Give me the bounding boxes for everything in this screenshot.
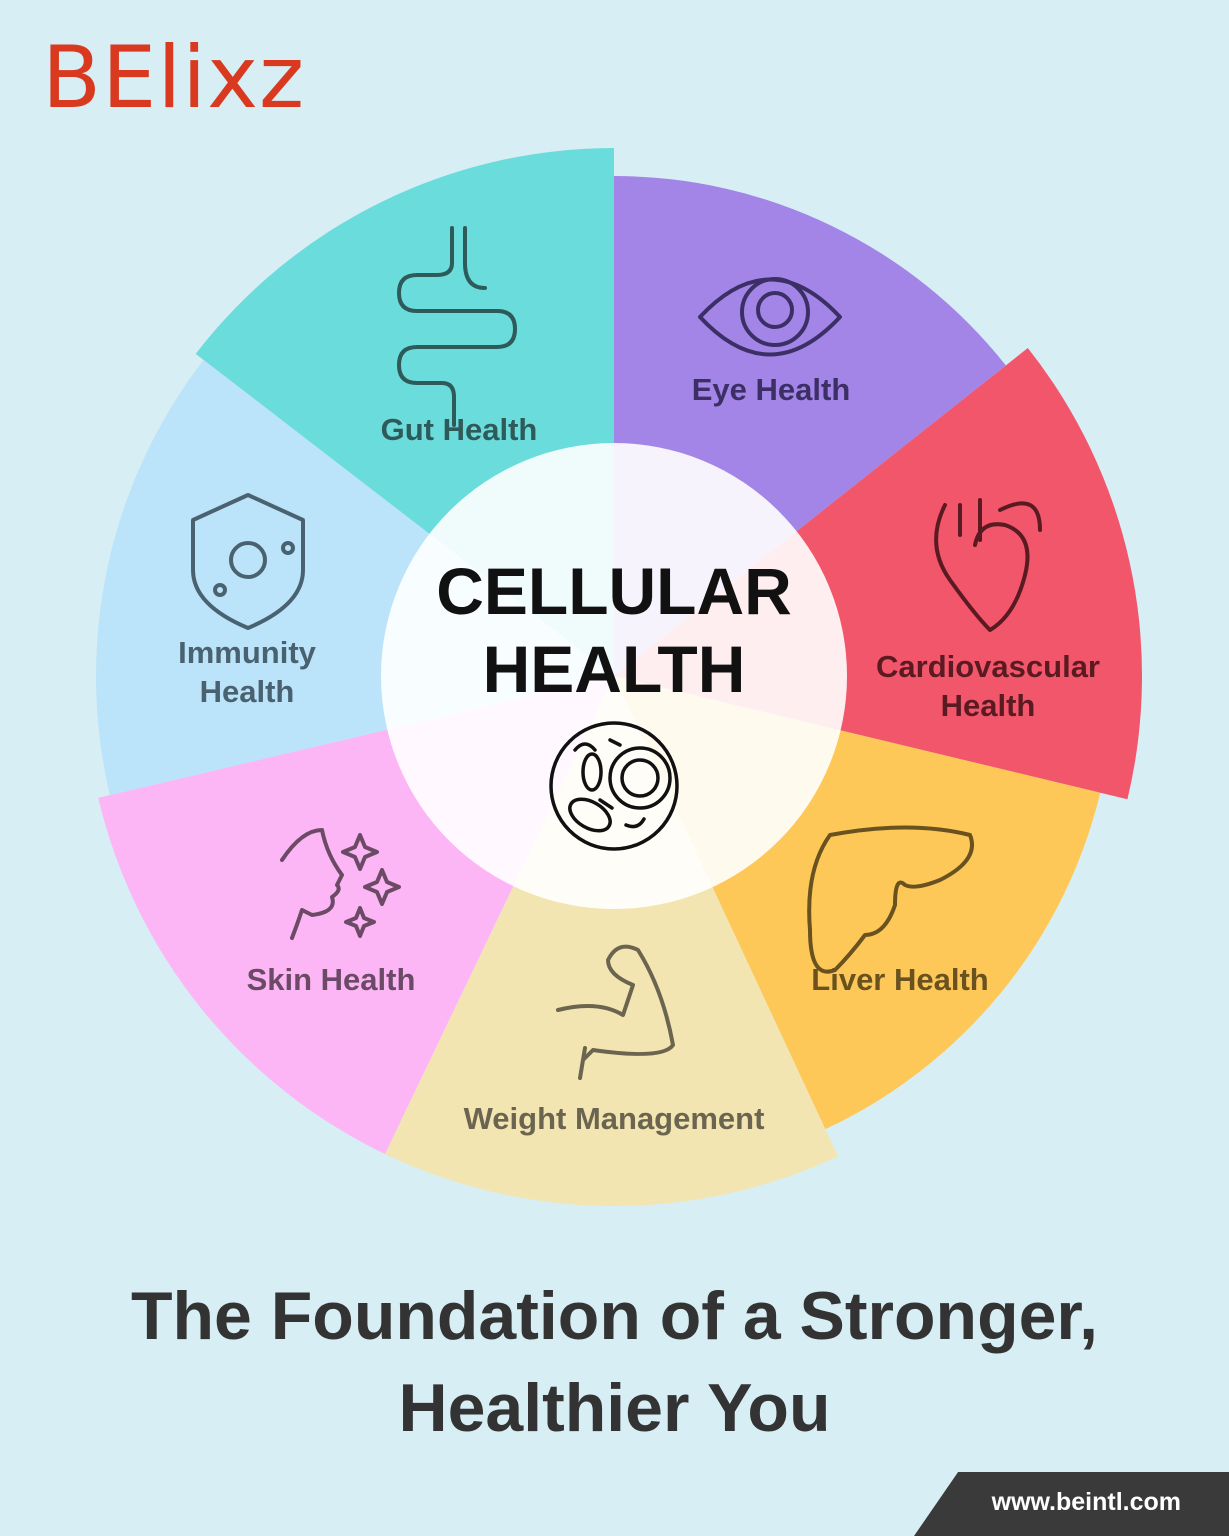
- label-line: Health: [940, 688, 1036, 723]
- segment-label-immunity: Immunity Health: [178, 633, 316, 711]
- liver-icon: [807, 825, 974, 974]
- tagline-line: The Foundation of a Stronger,: [130, 1278, 1099, 1354]
- brand-logo: BElixz: [42, 28, 306, 128]
- segment-label-liver: Liver Health: [811, 962, 989, 997]
- label-line: Cardiovascular: [876, 649, 1100, 684]
- center-circle: [381, 443, 847, 909]
- segment-label-weight: Weight Management: [463, 1101, 765, 1136]
- segment-label-gut: Gut Health: [380, 412, 538, 447]
- center-title-line: HEALTH: [482, 632, 746, 706]
- center-title: CELLULAR HEALTH: [436, 552, 792, 708]
- tagline-line: Healthier You: [398, 1370, 831, 1446]
- center-title-line: CELLULAR: [436, 554, 792, 628]
- segment-label-skin: Skin Health: [246, 962, 416, 997]
- heart-icon: [934, 498, 1042, 632]
- eye-icon: [698, 277, 842, 357]
- segment-label-eye: Eye Health: [691, 372, 851, 407]
- segment-label-cardiovascular: Cardiovascular Health: [876, 647, 1100, 725]
- face-sparkle-icon: [280, 828, 401, 940]
- shield-virus-icon: [191, 493, 305, 630]
- intestine-icon: [397, 226, 517, 427]
- label-line: Health: [199, 674, 295, 709]
- tagline: The Foundation of a Stronger, Healthier …: [0, 1270, 1229, 1454]
- label-line: Immunity: [178, 635, 316, 670]
- cell-icon: [549, 721, 679, 851]
- muscle-arm-icon: [556, 944, 675, 1080]
- website-link[interactable]: www.beintl.com: [991, 1488, 1181, 1516]
- segment-weight: [384, 676, 838, 1206]
- footer-banner: www.beintl.com: [914, 1472, 1229, 1536]
